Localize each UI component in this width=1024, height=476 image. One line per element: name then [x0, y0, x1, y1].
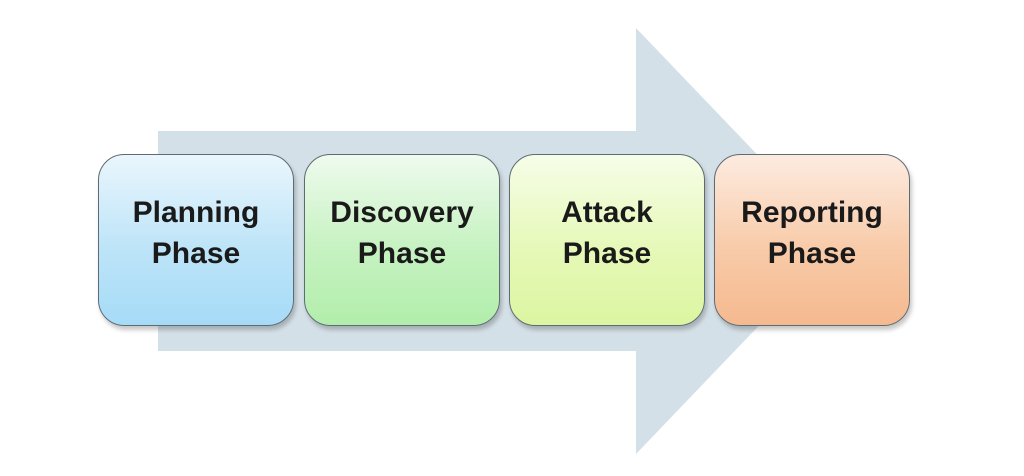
reporting-phase-label: Reporting Phase: [741, 196, 883, 270]
planning-phase-box: Planning Phase: [98, 154, 294, 326]
attack-phase-label: Attack Phase: [561, 196, 653, 270]
reporting-phase-box: Reporting Phase: [714, 154, 910, 326]
discovery-phase-label: Discovery Phase: [330, 196, 474, 270]
planning-phase-label: Planning Phase: [132, 196, 260, 270]
attack-phase-box: Attack Phase: [509, 154, 705, 326]
discovery-phase-box: Discovery Phase: [304, 154, 500, 326]
